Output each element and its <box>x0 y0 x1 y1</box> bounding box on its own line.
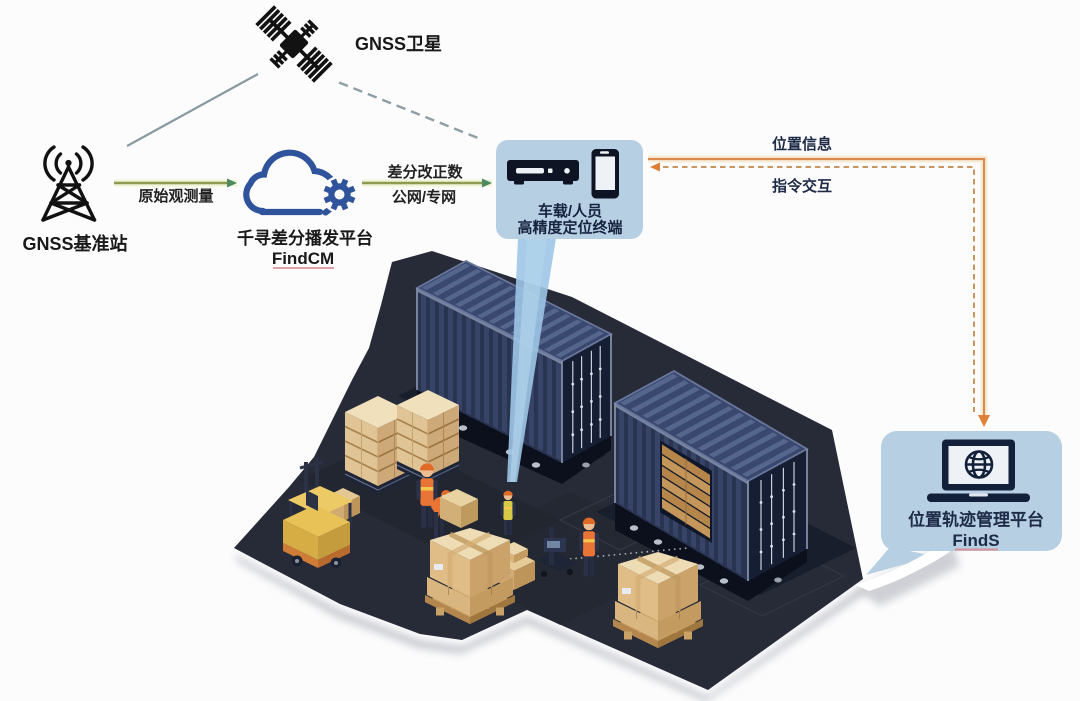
svg-text:位置信息: 位置信息 <box>772 135 832 153</box>
svg-text:GNSS卫星: GNSS卫星 <box>355 34 442 54</box>
svg-text:车载/人员: 车载/人员 <box>538 202 602 220</box>
svg-text:公网/专网: 公网/专网 <box>392 188 456 206</box>
svg-text:FindS: FindS <box>952 531 999 550</box>
svg-text:指令交互: 指令交互 <box>772 177 832 195</box>
svg-text:差分改正数: 差分改正数 <box>387 163 463 181</box>
svg-text:原始观测量: 原始观测量 <box>138 187 213 205</box>
svg-text:千寻差分播发平台: 千寻差分播发平台 <box>237 228 373 248</box>
svg-text:位置轨迹管理平台: 位置轨迹管理平台 <box>908 510 1044 530</box>
svg-text:高精度定位终端: 高精度定位终端 <box>517 219 622 237</box>
svg-text:GNSS基准站: GNSS基准站 <box>22 233 127 254</box>
svg-text:FindCM: FindCM <box>272 249 334 268</box>
